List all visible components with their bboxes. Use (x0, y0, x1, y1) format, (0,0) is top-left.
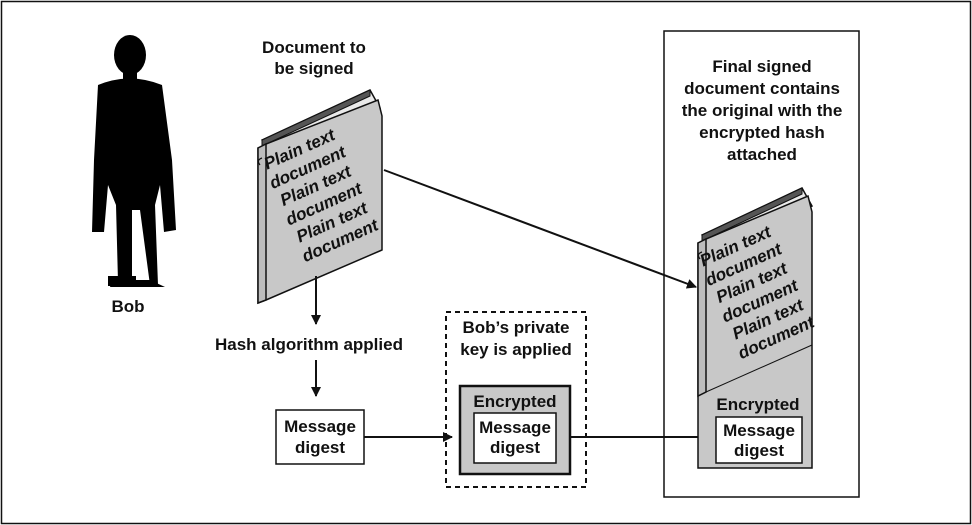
message-digest-line-2: digest (295, 438, 345, 457)
private-key-line-1: Bob’s private (462, 318, 569, 337)
final-caption-line-3: the original with the (682, 101, 843, 120)
final-caption-line-2: document contains (684, 79, 840, 98)
document-caption-line-1: Document to (262, 38, 366, 57)
hash-step-label: Hash algorithm applied (215, 335, 403, 354)
arrow-document-to-final (383, 169, 697, 289)
final-digest-box (715, 416, 803, 464)
encrypted-box-label: Encrypted (473, 392, 556, 411)
encrypted-digest-line-2: digest (490, 438, 540, 457)
message-digest-box (275, 409, 365, 465)
final-signed-book: Plain text document Plain text document … (697, 187, 818, 469)
encrypted-digest-box (473, 412, 557, 464)
document-caption-line-2: be signed (274, 59, 353, 78)
final-caption-line-4: encrypted hash (699, 123, 825, 142)
final-caption-line-5: attached (727, 145, 797, 164)
person-silhouette-icon (92, 35, 176, 287)
document-book: Plain text document Plain text document … (257, 89, 383, 305)
private-key-line-2: key is applied (460, 340, 572, 359)
person-name-label: Bob (111, 297, 144, 316)
message-digest-line-1: Message (284, 417, 356, 436)
encrypted-digest-line-1: Message (479, 418, 551, 437)
final-encrypted-label: Encrypted (716, 395, 799, 414)
final-digest-line-2: digest (734, 441, 784, 460)
private-key-step-box (445, 311, 587, 488)
final-caption-line-1: Final signed (712, 57, 811, 76)
final-document-box (663, 30, 860, 498)
final-digest-line-1: Message (723, 421, 795, 440)
